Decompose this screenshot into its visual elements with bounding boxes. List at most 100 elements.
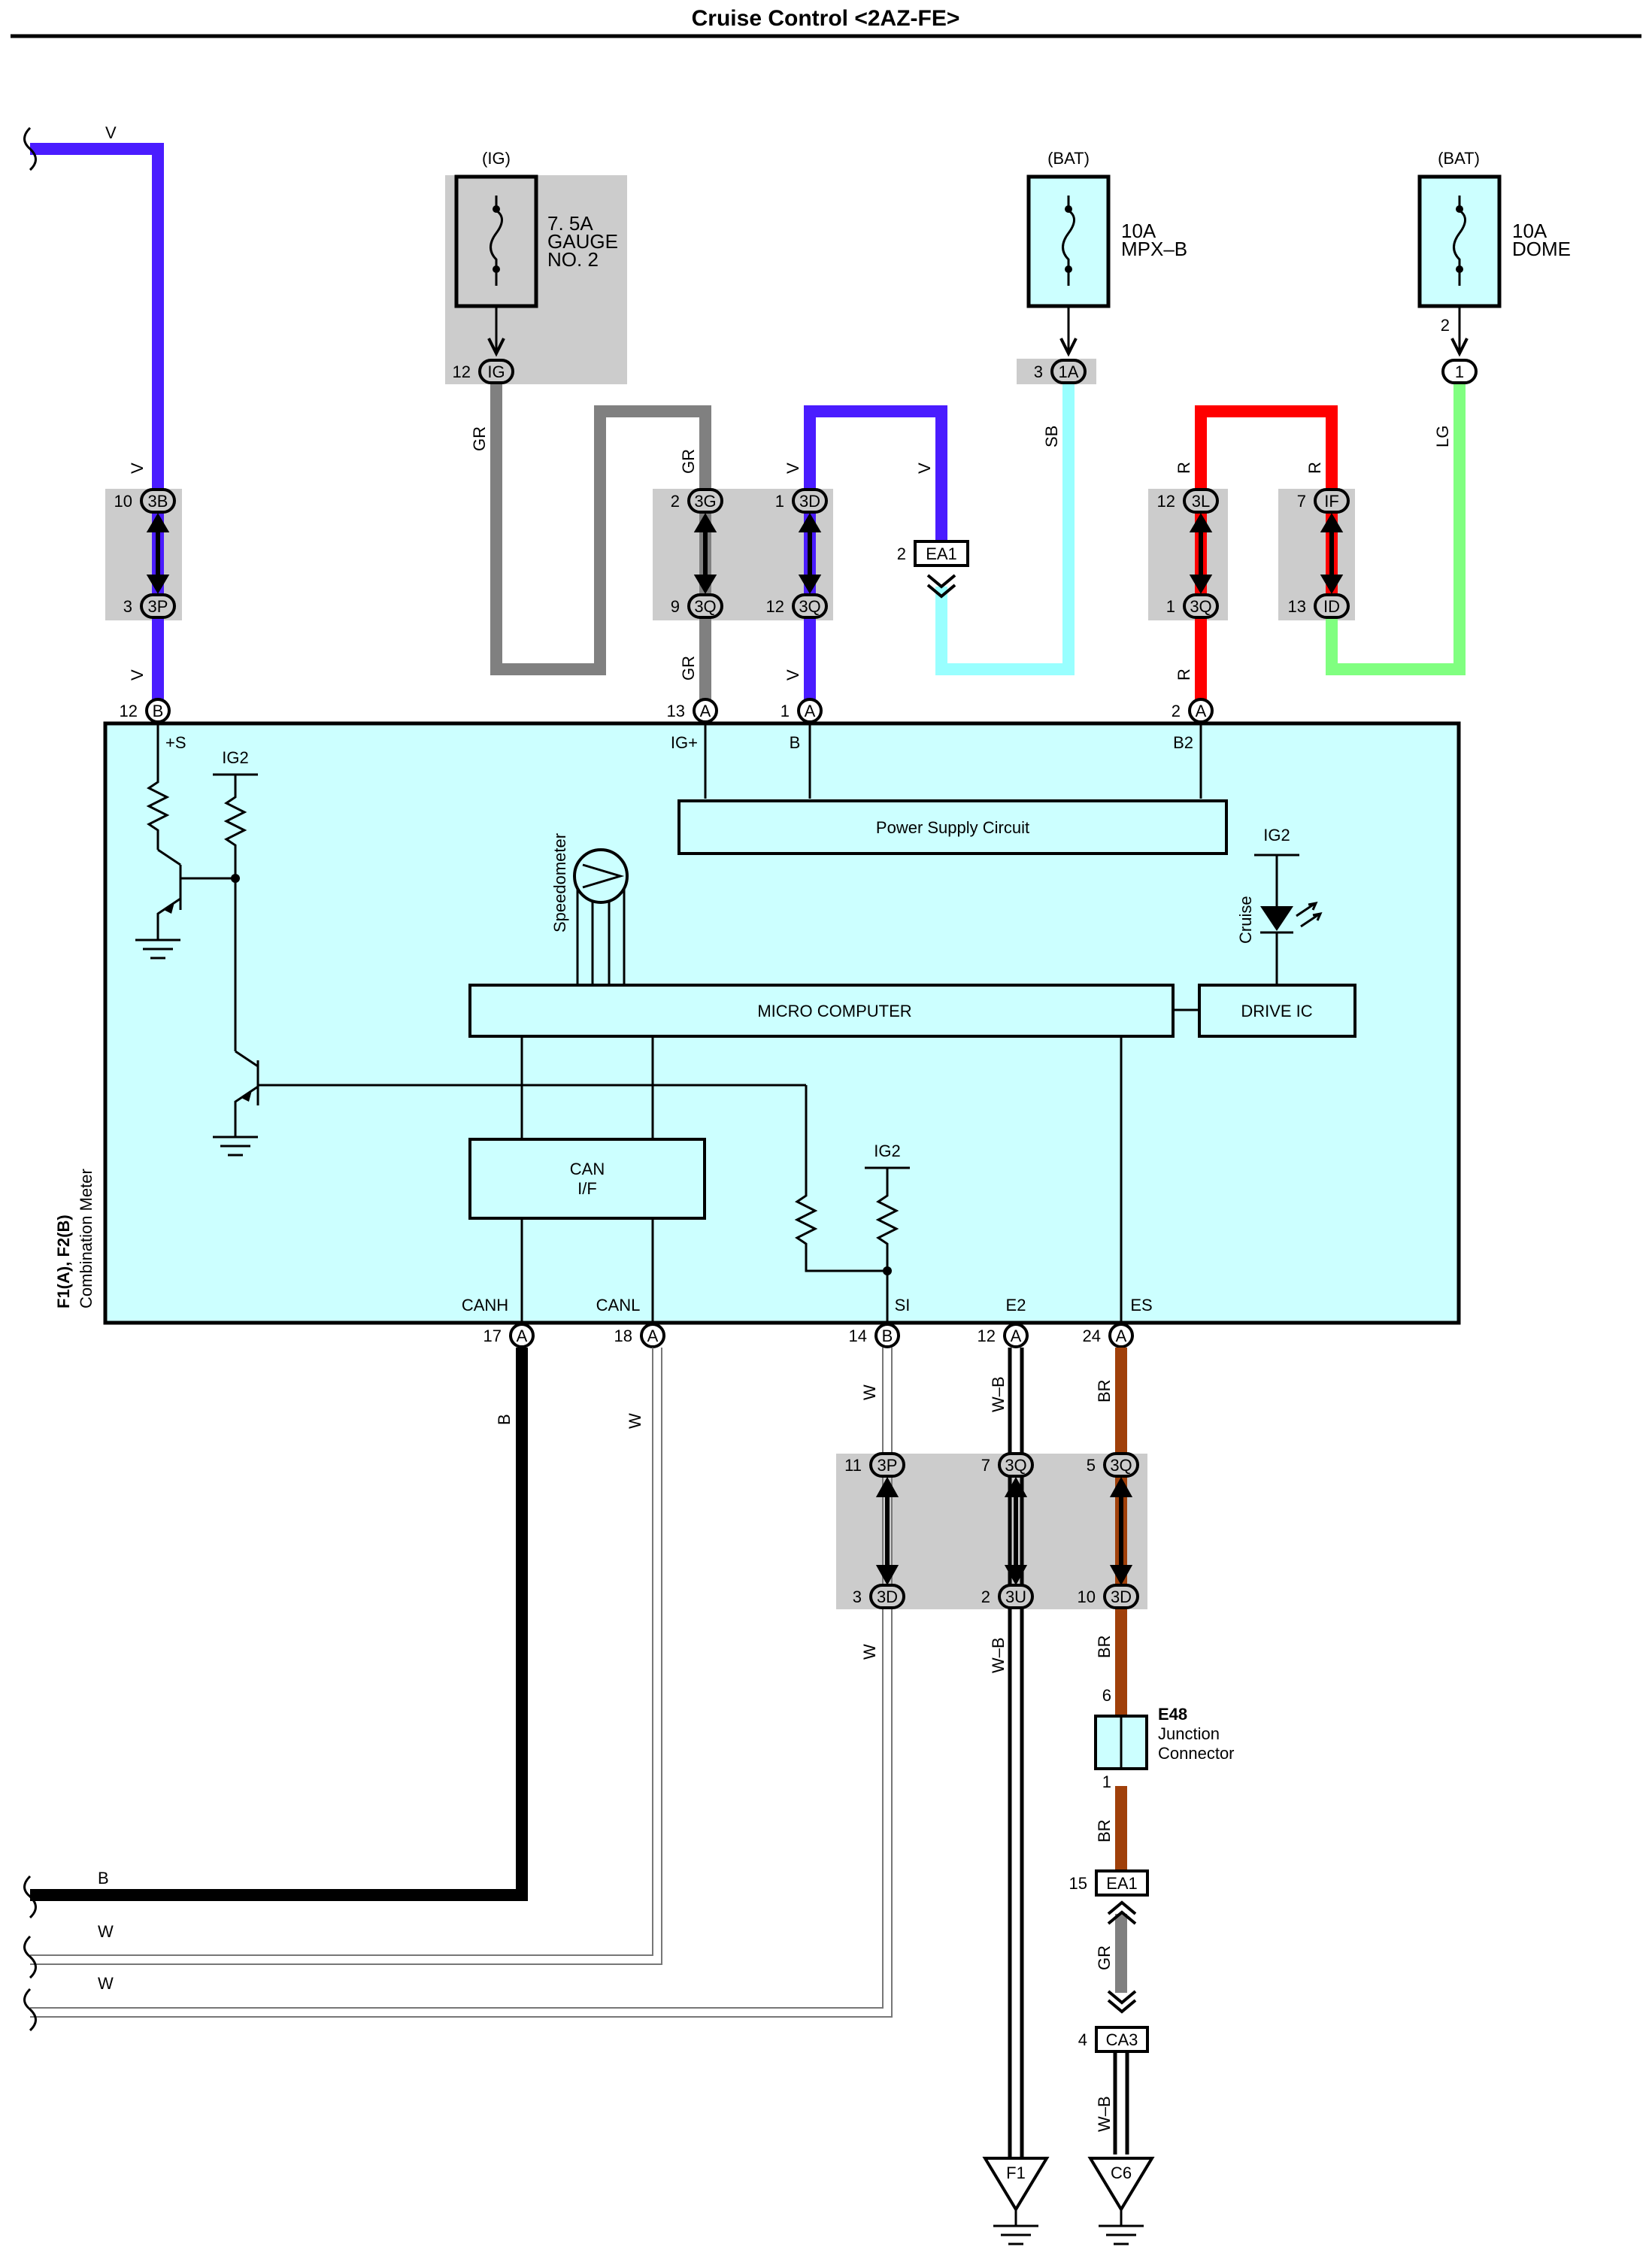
connector-ea1-top: EA1 2 — [897, 540, 969, 599]
svg-text:NO. 2: NO. 2 — [547, 248, 599, 271]
svg-text:ES: ES — [1130, 1296, 1152, 1314]
svg-text:3D: 3D — [1111, 1587, 1132, 1606]
svg-text:BR: BR — [1095, 1379, 1114, 1402]
meter-id: F1(A), F2(B) — [54, 1214, 73, 1308]
connector-ig: IG 12 — [453, 359, 514, 384]
svg-text:3D: 3D — [799, 492, 820, 511]
svg-text:7: 7 — [1297, 492, 1306, 511]
svg-text:3Q: 3Q — [1110, 1456, 1132, 1475]
connector-3q-b: 3Q 12 — [766, 593, 828, 619]
connector-1a: 1A 3 — [1034, 359, 1087, 384]
svg-text:E2: E2 — [1006, 1296, 1026, 1314]
connector-3q-a: 3Q 9 — [671, 593, 723, 619]
svg-text:4: 4 — [1078, 2030, 1087, 2049]
svg-text:13: 13 — [1288, 597, 1306, 616]
svg-text:(BAT): (BAT) — [1438, 149, 1480, 168]
svg-text:10: 10 — [1078, 1587, 1096, 1606]
connectors-bottom: 3P 11 3D 3 3Q 7 3U 2 3Q 5 3D 10 — [844, 1452, 1139, 1609]
power-supply-label: Power Supply Circuit — [876, 818, 1029, 837]
svg-text:3Q: 3Q — [1190, 597, 1211, 616]
svg-text:3B: 3B — [148, 492, 168, 511]
connector-3p-bottom: 3P 11 — [844, 1452, 905, 1478]
svg-text:A: A — [805, 702, 816, 720]
meter-bottom-pins: CANH CANL SI E2 ES A 17 A 18 B 14 A 12 A… — [462, 1296, 1153, 1348]
svg-text:GR: GR — [679, 449, 698, 474]
svg-text:3: 3 — [853, 1587, 862, 1606]
svg-text:R: R — [1305, 462, 1324, 474]
wire-w-canl — [30, 1348, 662, 1965]
speedometer-label: Speedometer — [550, 833, 569, 932]
svg-text:24: 24 — [1083, 1327, 1101, 1345]
connector-3q-e: 3Q 5 — [1087, 1452, 1139, 1478]
svg-text:A: A — [517, 1327, 528, 1345]
svg-text:W–B: W–B — [989, 1376, 1008, 1412]
svg-text:GAUGE: GAUGE — [547, 230, 618, 253]
svg-text:A: A — [1011, 1327, 1022, 1345]
svg-text:5: 5 — [1087, 1456, 1096, 1475]
svg-text:IF: IF — [1324, 492, 1339, 511]
svg-text:CA3: CA3 — [1106, 2030, 1138, 2049]
svg-text:W: W — [98, 1922, 114, 1941]
connector-3d-bottom-2: 3D 10 — [1078, 1584, 1139, 1609]
micro-computer-label: MICRO COMPUTER — [757, 1002, 911, 1020]
svg-text:1: 1 — [1455, 362, 1464, 381]
svg-text:R: R — [1175, 462, 1193, 474]
svg-text:(IG): (IG) — [482, 149, 511, 168]
svg-text:W: W — [626, 1413, 644, 1429]
svg-text:IG2: IG2 — [222, 748, 248, 767]
svg-text:B: B — [98, 1869, 109, 1888]
connector-3b: 3B 10 — [114, 488, 176, 514]
svg-text:2: 2 — [1172, 702, 1181, 720]
svg-text:V: V — [784, 669, 802, 681]
fuse-arrows — [487, 306, 1469, 357]
svg-text:SB: SB — [1042, 426, 1061, 447]
svg-text:IG+: IG+ — [671, 733, 698, 752]
wire-lg — [1326, 372, 1466, 675]
svg-text:ID: ID — [1323, 597, 1340, 616]
svg-text:B: B — [790, 733, 801, 752]
svg-text:EA1: EA1 — [926, 544, 957, 563]
wire-wb-e2 — [1008, 1348, 1024, 2185]
cruise-label: Cruise — [1236, 896, 1255, 944]
svg-text:3G: 3G — [694, 492, 716, 511]
wire-v-left — [30, 143, 164, 711]
svg-text:Connector: Connector — [1158, 1744, 1235, 1763]
svg-text:GR: GR — [679, 656, 698, 681]
svg-text:10A: 10A — [1512, 220, 1547, 242]
meter-name: Combination Meter — [77, 1169, 95, 1308]
svg-text:12: 12 — [766, 597, 784, 616]
svg-text:1: 1 — [775, 492, 784, 511]
svg-text:V: V — [128, 669, 147, 681]
svg-text:3: 3 — [1034, 362, 1043, 381]
svg-text:GR: GR — [470, 426, 489, 451]
svg-text:B: B — [153, 702, 164, 720]
svg-text:F1: F1 — [1006, 2164, 1026, 2182]
svg-text:A: A — [647, 1327, 659, 1345]
svg-text:A: A — [1196, 702, 1207, 720]
svg-text:13: 13 — [667, 702, 685, 720]
meter-top-pins: B 12 +S A 13 IG+ A 1 B A 2 B2 — [120, 698, 1214, 752]
svg-text:3L: 3L — [1192, 492, 1210, 511]
svg-text:V: V — [128, 462, 147, 474]
svg-text:IG2: IG2 — [874, 1142, 900, 1160]
svg-text:CAN: CAN — [570, 1160, 605, 1178]
svg-text:E48: E48 — [1158, 1705, 1187, 1724]
svg-text:3Q: 3Q — [694, 597, 716, 616]
connector-ca3: CA3 4 — [1078, 1990, 1149, 2053]
svg-text:R: R — [1175, 669, 1193, 681]
svg-text:9: 9 — [671, 597, 680, 616]
connector-3p-top: 3P 3 — [123, 593, 176, 619]
svg-text:15: 15 — [1069, 1874, 1087, 1893]
svg-text:MPX–B: MPX–B — [1121, 238, 1187, 260]
svg-text:12: 12 — [453, 362, 471, 381]
connector-3q-c: 3Q 1 — [1166, 593, 1219, 619]
fuse-mpx-b: (BAT) 10A MPX–B — [1026, 149, 1187, 308]
connector-3d-top: 3D 1 — [775, 488, 828, 514]
wire-color-labels-top: V V V GR GR GR V V V SB R R R LG — [105, 123, 1452, 681]
wire-color-labels-bottom: B W W W–B BR W W–B BR BR GR W–B B W W — [98, 1376, 1114, 2132]
svg-text:B: B — [495, 1414, 514, 1425]
fuse-gauge: (IG) 7. 5A GAUGE NO. 2 — [454, 149, 618, 308]
svg-text:1: 1 — [1166, 597, 1175, 616]
svg-text:12: 12 — [1157, 492, 1175, 511]
